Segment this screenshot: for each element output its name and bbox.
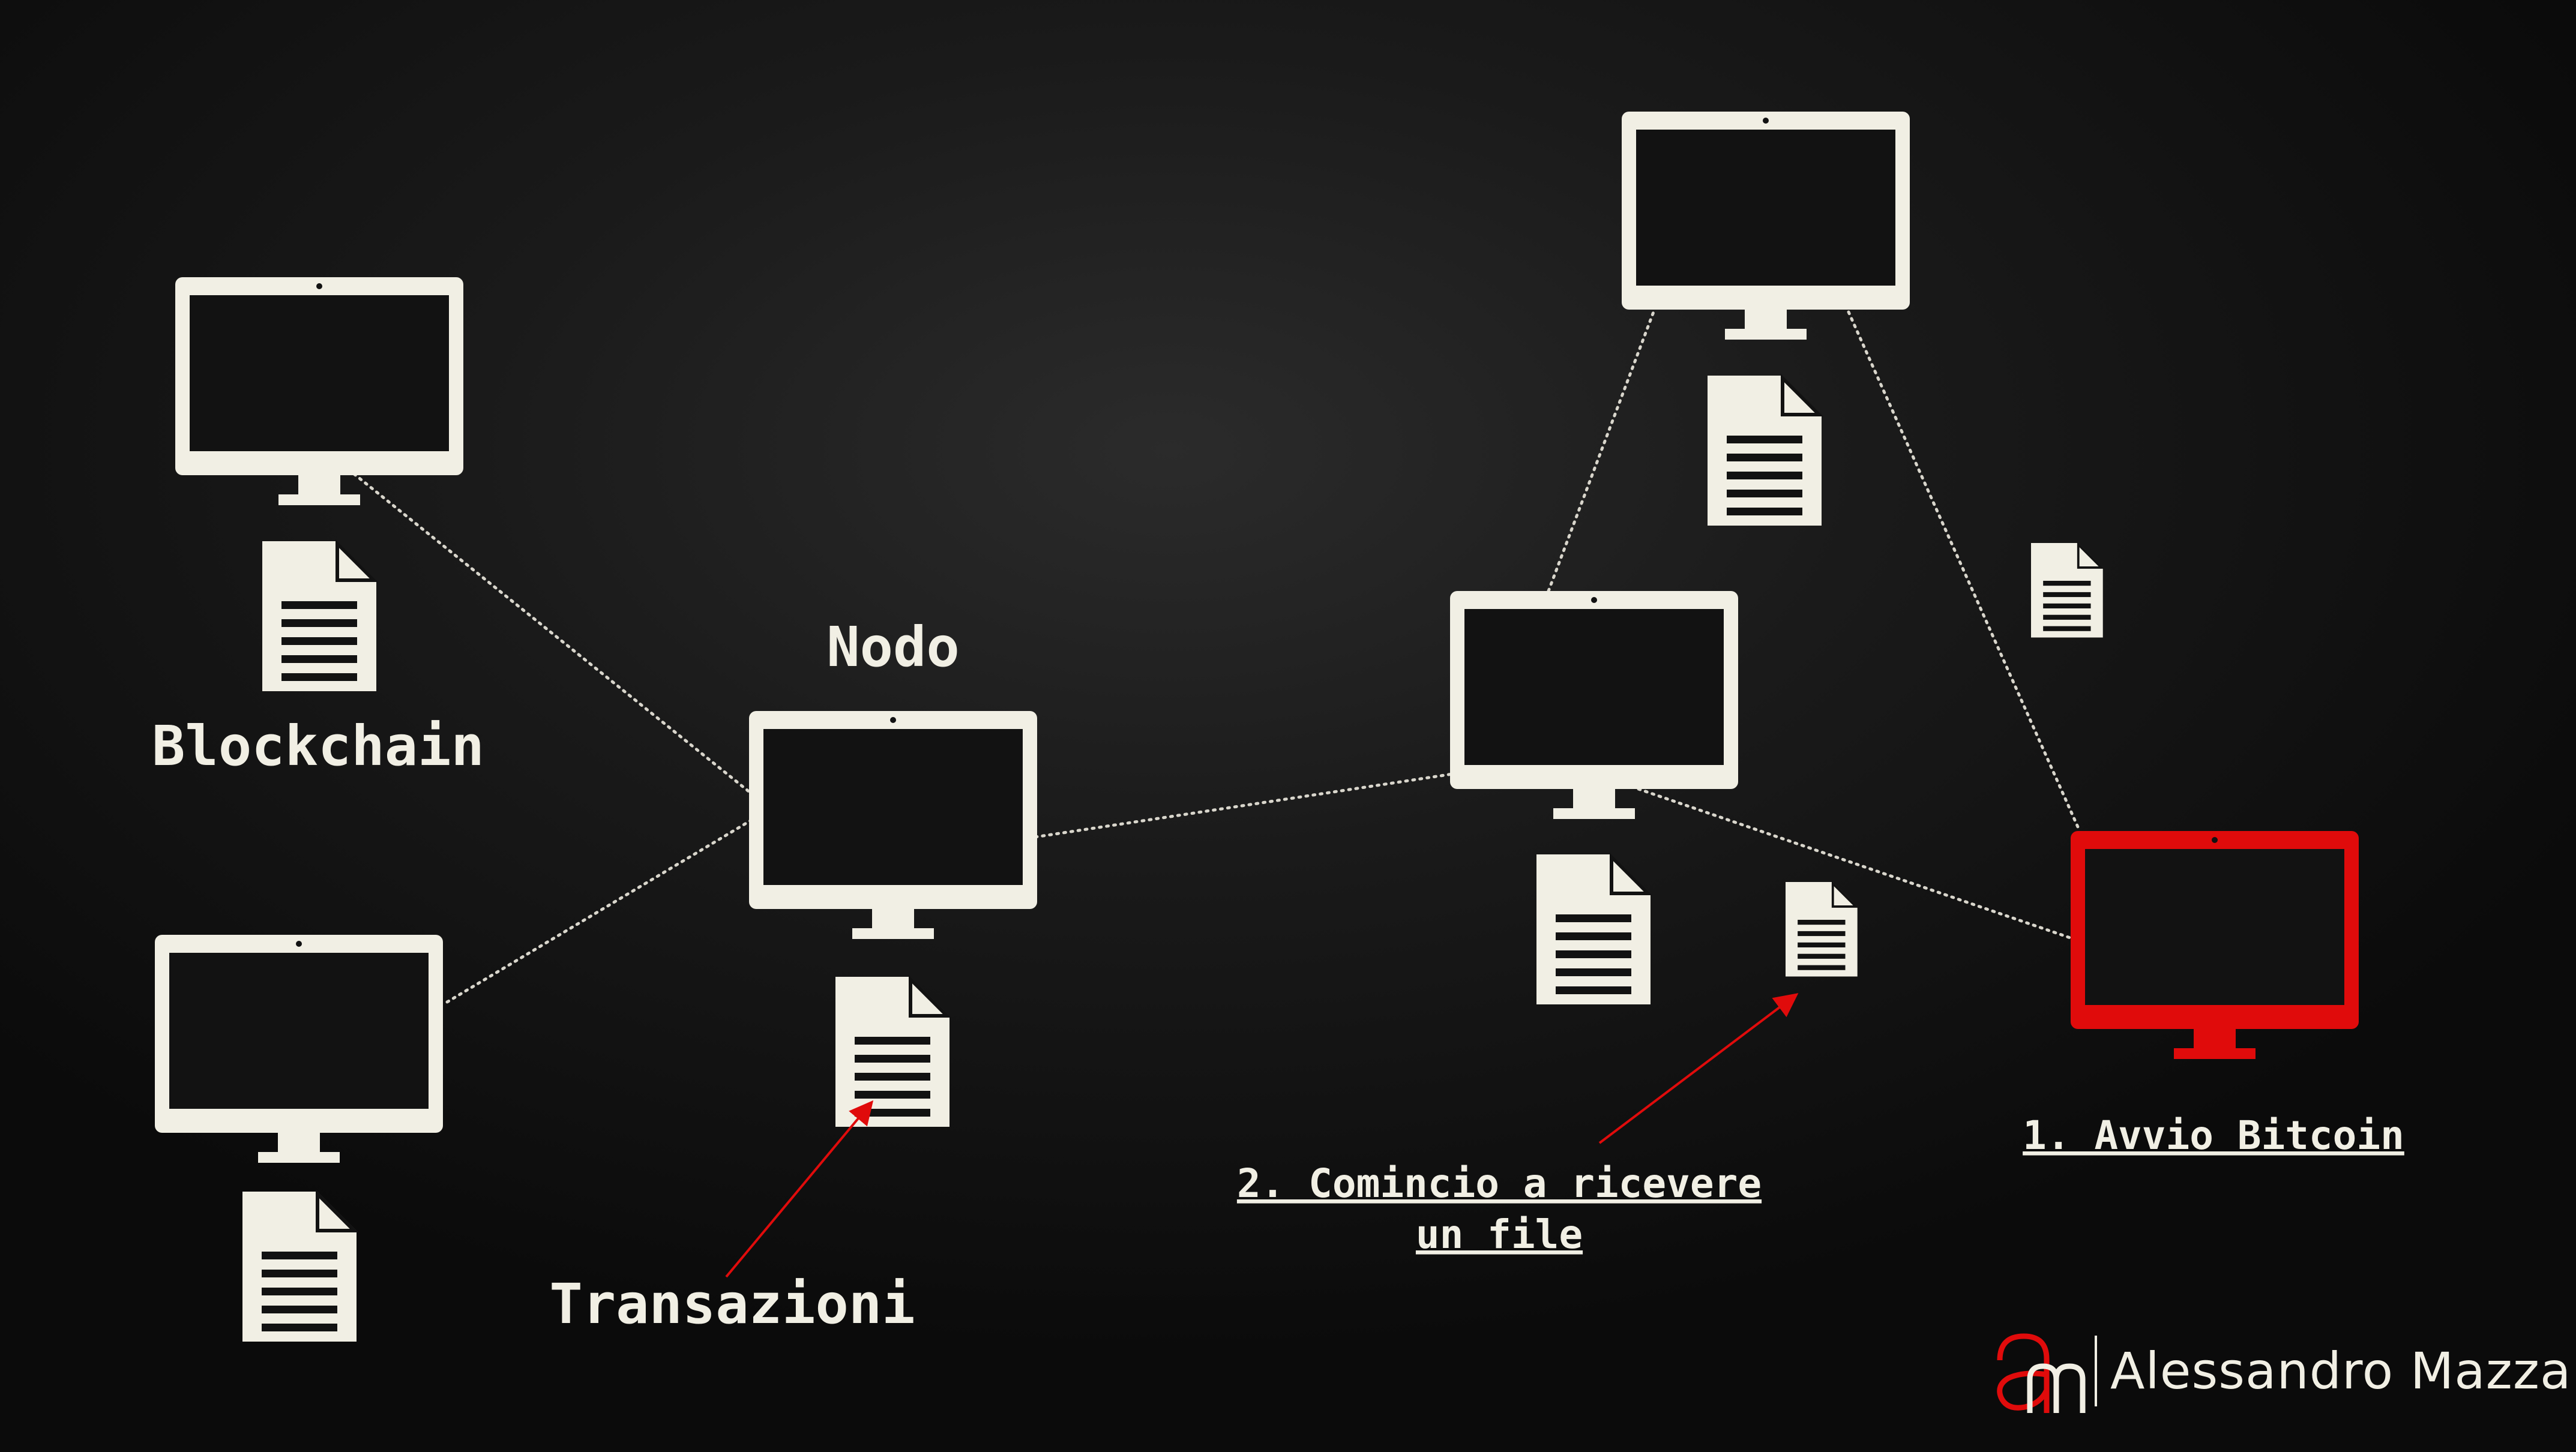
- arrow-transactions: [725, 1100, 874, 1278]
- link-node-middle: [1034, 772, 1454, 839]
- monitor-icon: [155, 935, 443, 1163]
- computer-bottom-left: [155, 935, 443, 1163]
- link-middle-new: [1637, 787, 2075, 941]
- computer-top: [1622, 112, 1910, 340]
- node-label: Nodo: [826, 615, 960, 679]
- link-blockchain-node: [352, 472, 755, 797]
- computer-node: [749, 711, 1037, 939]
- monitor-icon: [1622, 112, 1910, 340]
- document-icon: [2030, 542, 2104, 639]
- monitor-icon: [1450, 591, 1738, 819]
- brand: Alessandro Mazza: [1988, 1323, 2571, 1419]
- link-middle-top: [1547, 310, 1655, 593]
- computer-middle: [1450, 591, 1738, 819]
- connections: [352, 310, 2081, 1004]
- document-icon: [262, 541, 376, 691]
- monitor-icon: [175, 277, 463, 505]
- monitor-icon: [749, 711, 1037, 939]
- monitor-icon: [2071, 831, 2359, 1059]
- step2-label-line1: 2. Comincio a ricevere: [1237, 1160, 1762, 1207]
- link-bottomleft-node: [445, 817, 755, 1004]
- link-top-new: [1847, 310, 2081, 833]
- document-icon: [1536, 854, 1651, 1004]
- brand-divider: [2095, 1336, 2097, 1406]
- transactions-label: Transazioni: [549, 1272, 915, 1336]
- step2-label-line2: un file: [1416, 1211, 1583, 1258]
- am-logo-icon: [1997, 1333, 2086, 1413]
- document-icon: [835, 977, 949, 1127]
- computer-new-bitcoin: [2071, 831, 2359, 1059]
- document-icon: [1708, 376, 1822, 526]
- computer-blockchain: [175, 277, 463, 505]
- document-icon: [1784, 881, 1859, 978]
- blockchain-label: Blockchain: [152, 714, 484, 778]
- document-icon: [242, 1192, 357, 1342]
- step1-label: 1. Avvio Bitcoin: [2023, 1112, 2404, 1159]
- brand-name: Alessandro Mazza: [2110, 1342, 2572, 1400]
- arrow-receive-file: [1598, 993, 1799, 1144]
